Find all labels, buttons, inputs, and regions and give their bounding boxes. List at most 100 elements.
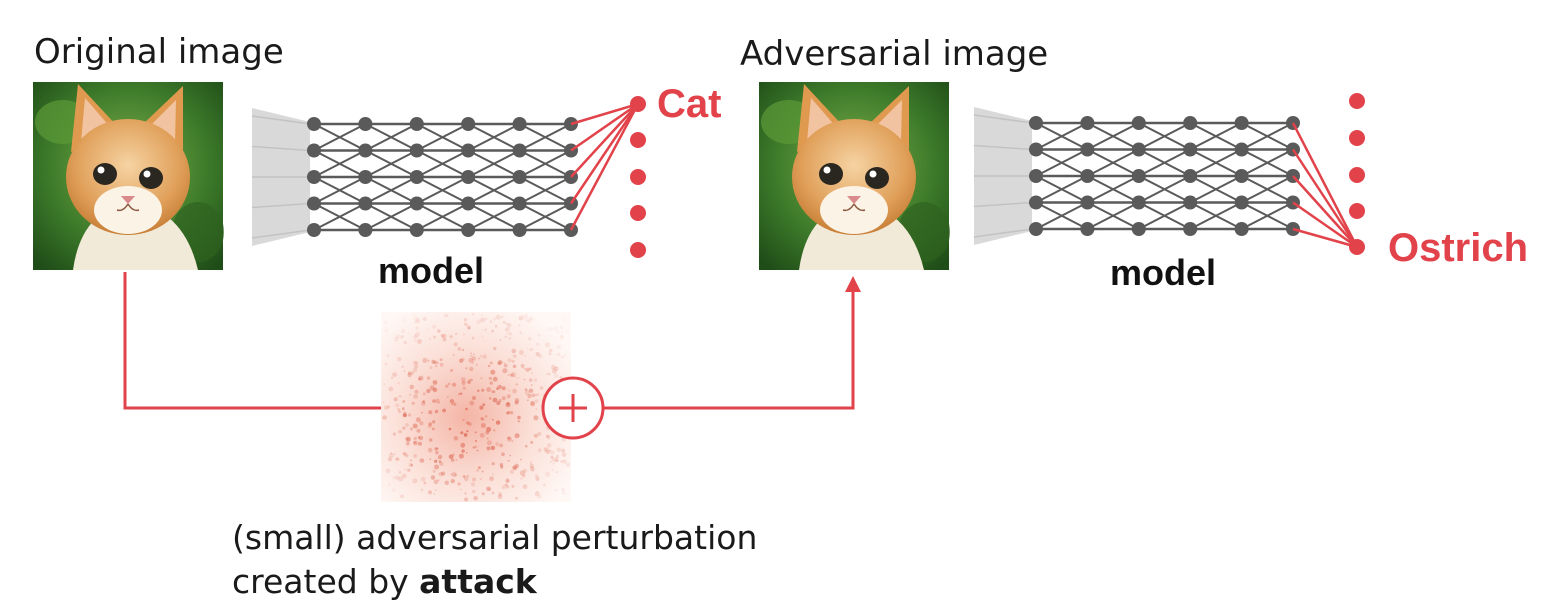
noise-speck [429,385,435,391]
noise-speck [537,393,540,396]
noise-speck [474,439,478,443]
network-node [358,223,373,237]
noise-speck [458,453,464,459]
network-edge [1189,148,1243,177]
noise-speck [561,448,566,453]
noise-speck [478,357,480,360]
network-node [1131,195,1146,210]
network-node [1029,169,1043,183]
output-node [1349,203,1365,219]
noise-speck [462,475,466,478]
noise-speck [499,339,502,341]
noise-speck [388,457,392,462]
noise-speck [420,488,424,491]
noise-speck [471,356,477,361]
network-edge [1138,122,1191,151]
noise-speck [429,458,432,461]
noise-speck [429,366,433,370]
noise-speck [447,396,449,398]
noise-speck [509,469,514,474]
noise-speck [388,453,394,459]
noise-speck [472,446,475,449]
noise-speck [395,457,399,461]
network-node [307,196,321,211]
noise-speck [387,456,393,461]
caption-attack-word: attack [419,562,537,601]
network-node [461,143,476,158]
noise-speck [529,463,534,469]
network-edge [1189,201,1243,230]
noise-speck [403,370,406,373]
noise-speck [526,319,531,323]
noise-speck [444,480,449,485]
noise-speck [530,384,533,386]
noise-speck [531,372,533,374]
noise-speck [536,491,539,494]
noise-speck [434,489,437,491]
noise-speck [407,332,410,334]
noise-speck [555,459,559,463]
noise-speck [514,398,520,403]
noise-speck [498,399,502,403]
noise-speck [383,383,386,386]
noise-speck [464,322,468,326]
noise-speck [392,488,396,492]
network-edge [1189,122,1243,151]
noise-speck [535,352,540,357]
noise-speck [491,462,495,466]
network-node [461,117,476,131]
noise-speck [488,364,491,368]
noise-speck [508,331,512,336]
network-edge [1035,122,1088,151]
noise-speck [404,437,409,441]
noise-speck [527,399,529,402]
noise-speck [400,334,404,339]
noise-speck [559,335,565,340]
noise-speck [503,363,508,368]
noise-speck [470,352,472,354]
noise-speck [472,313,475,316]
network-node [1029,222,1043,236]
noise-speck [435,450,439,455]
noise-speck [475,363,478,366]
network-edge [467,202,521,231]
network-edge [313,123,366,152]
noise-speck [511,359,515,363]
noise-speck [433,360,438,365]
noise-speck [523,367,527,371]
noise-speck [509,454,511,457]
noise-speck [411,401,415,405]
output-node [1349,239,1365,255]
output-edge [1292,201,1358,249]
noise-speck [432,399,436,403]
noise-speck [405,441,410,446]
network-node [409,170,424,184]
noise-speck [386,354,390,357]
noise-speck [481,388,485,392]
noise-speck [410,371,415,375]
noise-speck [390,460,392,462]
noise-speck [464,497,469,502]
noise-speck [415,317,421,323]
noise-speck [520,364,525,368]
noise-speck [489,361,493,365]
noise-speck [531,393,536,398]
noise-speck [524,444,528,448]
noise-speck [468,422,472,426]
noise-speck [489,381,493,385]
noise-speck [563,319,566,322]
noise-speck [465,407,468,411]
noise-speck [469,366,474,372]
noise-speck [482,403,486,407]
noise-speck [473,353,475,356]
noise-speck [426,376,431,380]
flow-line-to-adversarial [604,290,855,410]
noise-speck [432,469,436,473]
network-node [1029,142,1043,157]
network-node [1183,222,1198,236]
noise-speck [433,493,436,495]
noise-speck [409,427,414,431]
noise-speck [437,479,440,482]
noise-speck [485,415,488,418]
network-edge [1138,148,1191,177]
